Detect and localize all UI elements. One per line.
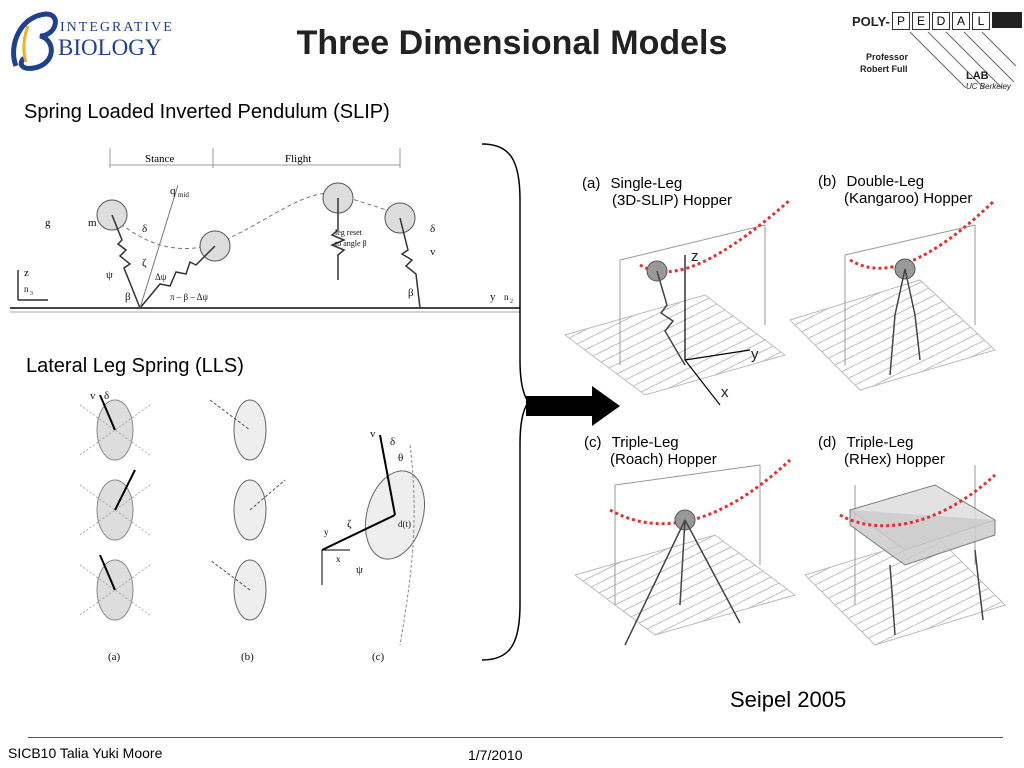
lls-delta-label-a: δ: [104, 390, 109, 402]
slip-to-angle-label: to angle β: [335, 239, 367, 248]
logo-lab: LAB: [966, 70, 989, 82]
hopper-panel-a: z y x: [563, 198, 791, 406]
logo-letter: L: [972, 12, 990, 30]
lls-x-label: x: [336, 554, 341, 564]
slip-n3-label: n: [24, 284, 29, 294]
logo-name: Robert Full: [860, 64, 908, 74]
logo-diagonal-lines: [909, 31, 1017, 89]
hopper-line1-c: Triple-Leg: [611, 434, 679, 451]
hopper-line1-b: Double-Leg: [846, 173, 925, 190]
logo-letter: A: [952, 12, 970, 30]
slip-label: Spring Loaded Inverted Pendulum (SLIP): [24, 101, 390, 123]
lls-delta-label-c: δ: [390, 436, 395, 448]
hopper-tag-c: (c): [584, 434, 602, 451]
hopper-panel-c: [573, 458, 797, 646]
slip-qmid-label: q: [170, 185, 176, 197]
slip-n2-label: n: [504, 292, 509, 302]
slip-stance-label: Stance: [145, 153, 174, 165]
slip-g-label: g: [45, 217, 51, 229]
slip-qmid-sub: mid: [178, 191, 189, 199]
logo-institution: UC Berkeley: [966, 82, 1011, 91]
lls-v-label-c: v: [370, 428, 376, 440]
hopper-label-d: (d) Triple-Leg (RHex) Hopper: [818, 434, 945, 468]
lls-psi-label: ψ: [356, 564, 363, 576]
slip-beta-label: β: [125, 291, 131, 303]
slip-delta-n1-label: δ: [430, 223, 435, 235]
axis-x-label: x: [721, 384, 729, 401]
slip-m-label: m: [88, 217, 97, 229]
lls-theta-label: θ: [398, 452, 403, 464]
hopper-label-a: (a) Single-Leg (3D-SLIP) Hopper: [582, 175, 732, 209]
hopper-line1-a: Single-Leg: [610, 175, 683, 192]
hopper-line1-d: Triple-Leg: [846, 434, 914, 451]
slip-diagram: Stance Flight g m q mid leg reset to ang…: [10, 148, 520, 313]
slip-n3-sub: 3: [30, 291, 33, 297]
lls-v-label-a: v: [90, 390, 96, 402]
poly-pedal-logo: POLY- P E D A L Professor Robert Full LA…: [846, 8, 1022, 94]
hopper-tag-a: (a): [582, 175, 601, 192]
lls-panel-b: [209, 399, 286, 621]
integrative-biology-logo: INTEGRATIVE BIOLOGY: [6, 6, 172, 76]
hopper-label-c: (c) Triple-Leg (Roach) Hopper: [584, 434, 717, 468]
lls-zeta-label: ζ: [347, 518, 352, 530]
hopper-line2-b: (Kangaroo) Hopper: [844, 190, 973, 207]
logo-letter: E: [912, 12, 930, 30]
logo-letter: D: [932, 12, 950, 30]
footer-divider: [28, 737, 1003, 738]
hopper-line2-a: (3D-SLIP) Hopper: [612, 192, 733, 209]
lls-panel-a: [79, 394, 151, 621]
slip-delta-label: δ: [142, 223, 147, 235]
lls-dt-label: d(t): [398, 519, 411, 529]
footer-date: 1/7/2010: [468, 747, 523, 763]
axis-z-label: z: [691, 248, 699, 265]
hopper-panel-b: [789, 198, 997, 391]
slip-beta2-label: β: [408, 287, 414, 299]
hopper-line2-d: (RHex) Hopper: [844, 451, 945, 468]
slip-y-label: y: [490, 291, 496, 303]
axis-y-label: y: [751, 346, 759, 363]
lls-panel-c-label: (c): [372, 651, 385, 663]
slip-z-label: z: [24, 267, 29, 279]
lls-panel-c: [321, 434, 425, 646]
logo-pedal-letters: P E D A L: [892, 12, 1022, 30]
slip-flight-label: Flight: [285, 153, 311, 165]
footer-author: SICB10 Talia Yuki Moore: [8, 745, 163, 761]
hopper-figure: z y x: [563, 198, 1006, 646]
lls-panel-a-label: (a): [108, 651, 121, 663]
logo-swirl-icon: [11, 11, 58, 71]
slip-leg-reset-label: leg reset: [335, 228, 363, 237]
lls-panel-b-label: (b): [241, 651, 254, 663]
slip-n2-sub: 2: [510, 299, 513, 305]
slip-dpsi-label: Δψ: [155, 272, 167, 282]
hopper-tag-b: (b): [818, 173, 837, 190]
lls-diagram: v δ v δ θ ζ ψ d(t) x y (a) (b) (c): [79, 390, 425, 663]
slip-trajectory: [109, 192, 406, 250]
citation: Seipel 2005: [730, 687, 847, 712]
slip-angle-expr: π – β – Δψ: [170, 292, 208, 302]
hopper-label-b: (b) Double-Leg (Kangaroo) Hopper: [818, 173, 972, 207]
hopper-tag-d: (d): [818, 434, 837, 451]
logo-letter: P: [892, 12, 910, 30]
hopper-panel-d: [804, 465, 1006, 646]
slip-zeta-label: ζ: [142, 257, 147, 269]
grouping-brace: [481, 143, 529, 661]
slide-title: Three Dimensional Models: [296, 24, 728, 62]
right-arrow-icon: [526, 386, 620, 426]
slip-psi-label: ψ: [106, 269, 113, 281]
slip-vn1-label: v: [430, 246, 436, 258]
logo-text-biology: BIOLOGY: [58, 35, 162, 60]
lls-label: Lateral Leg Spring (LLS): [26, 355, 244, 377]
logo-text-integrative: INTEGRATIVE: [60, 20, 174, 35]
hopper-line2-c: (Roach) Hopper: [610, 451, 717, 468]
lls-y-label: y: [324, 527, 329, 537]
logo-poly-text: POLY-: [852, 14, 890, 29]
logo-professor: Professor: [866, 52, 909, 62]
